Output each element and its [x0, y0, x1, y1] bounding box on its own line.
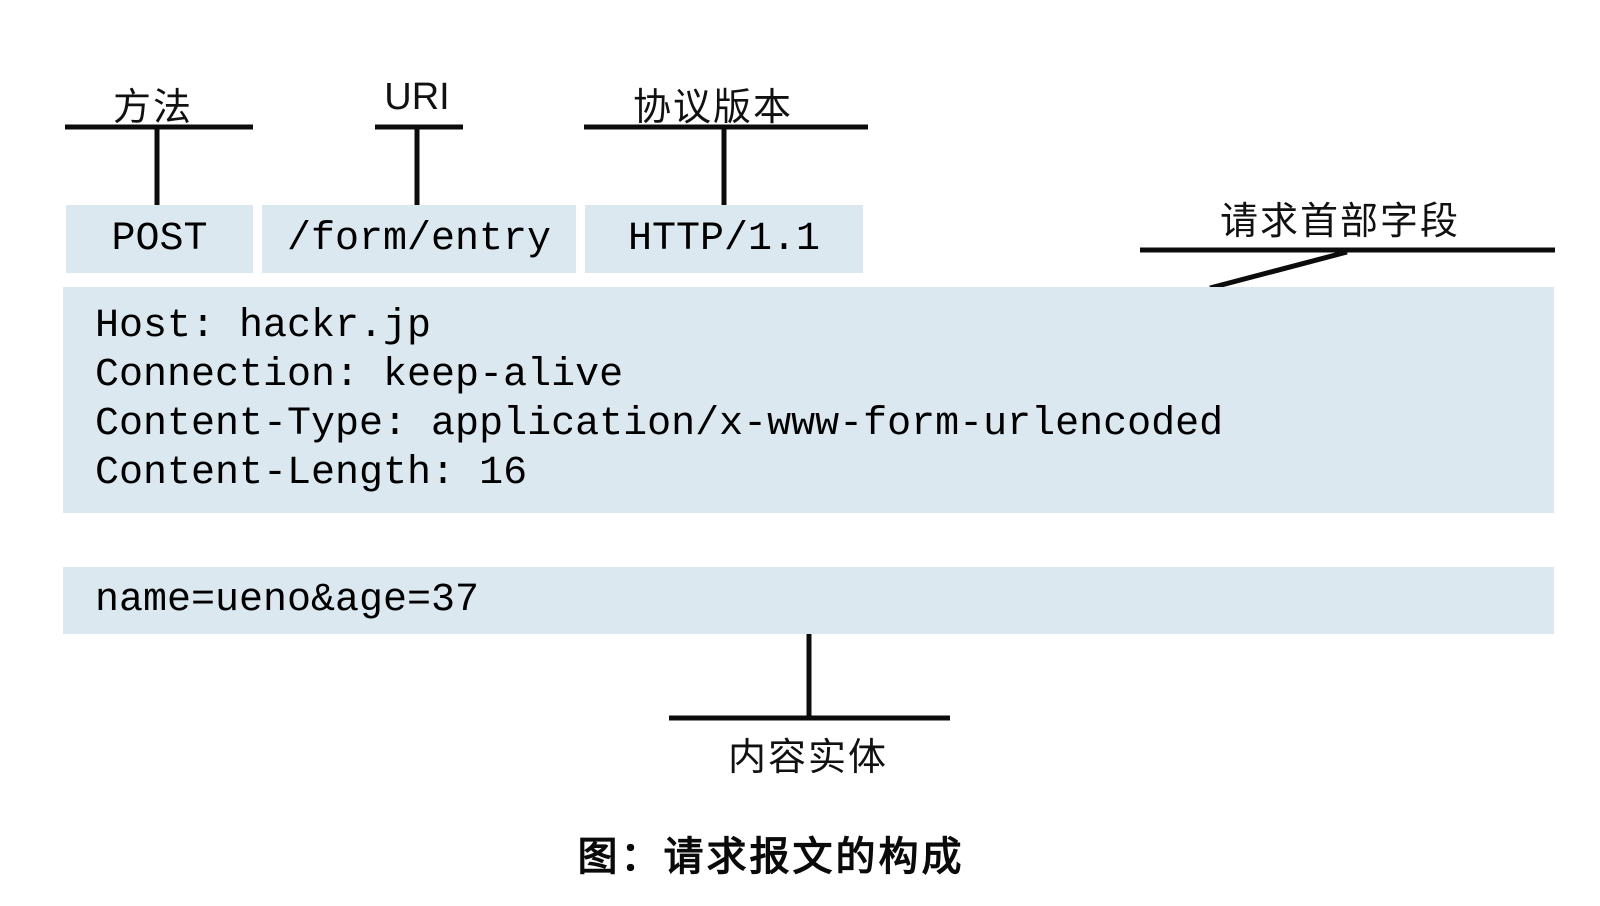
body-label: 内容实体: [727, 737, 889, 779]
uri-value: /form/entry: [286, 216, 552, 262]
version-label: 协议版本: [632, 87, 794, 129]
uri-box: /form/entry: [262, 205, 576, 273]
headers-label: 请求首部字段: [1219, 201, 1461, 243]
header-line-host: Host: hackr.jp: [95, 304, 432, 349]
method-box: POST: [66, 205, 253, 273]
header-line-connection: Connection: keep-alive: [95, 353, 624, 398]
method-value: POST: [111, 216, 208, 262]
entity-body-box: name=ueno&age=37: [63, 567, 1554, 634]
headers-box: Host: hackr.jp Connection: keep-alive Co…: [63, 287, 1554, 513]
version-value: HTTP/1.1: [627, 216, 821, 262]
header-line-content-type: Content-Type: application/x-www-form-url…: [95, 402, 1224, 447]
method-label: 方法: [112, 87, 194, 129]
entity-body-value: name=ueno&age=37: [95, 578, 480, 623]
figure-caption: 图：请求报文的构成: [577, 835, 965, 879]
uri-label: URI: [384, 76, 450, 118]
headers-callout-diagonal: [1209, 249, 1348, 291]
version-box: HTTP/1.1: [585, 205, 863, 273]
header-line-content-length: Content-Length: 16: [95, 451, 528, 496]
